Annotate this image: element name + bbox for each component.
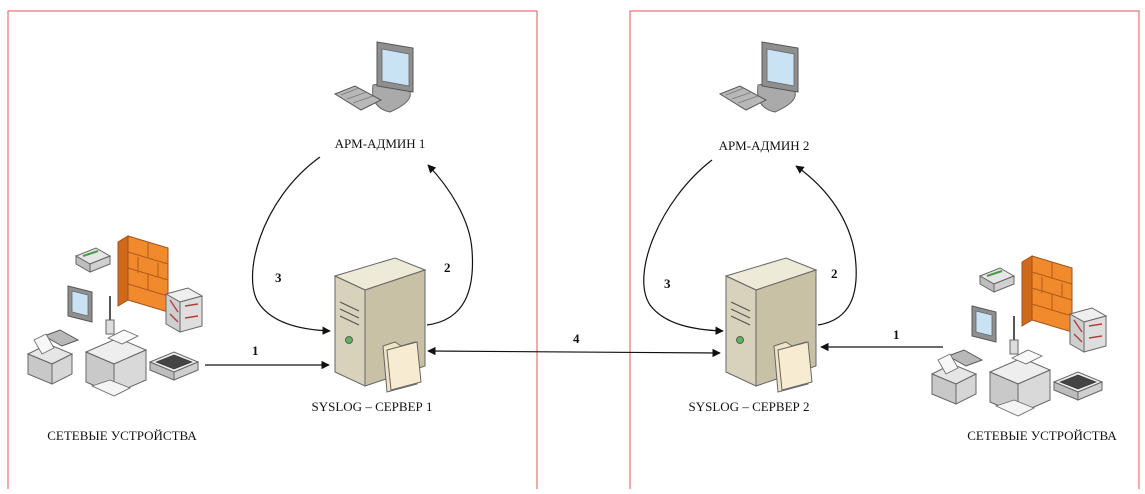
arrow-left-server-to-admin [426, 164, 474, 326]
arrow-label-2-left: 2 [444, 260, 451, 275]
syslog-server-2-label: SYSLOG – СЕРВЕР 2 [689, 399, 810, 414]
arm-admin-2-label: АРМ-АДМИН 2 [719, 138, 810, 153]
arrow-label-3-left: 3 [275, 270, 282, 285]
network-devices-1-label: СЕТЕВЫЕ УСТРОЙСТВА [47, 428, 197, 443]
arrow-server-to-server [427, 346, 721, 358]
arrow-left-admin-to-server [252, 156, 331, 335]
network-devices-icon [931, 255, 1107, 417]
zone-1-border [7, 10, 538, 489]
workstation-icon [334, 41, 414, 113]
arrow-label-4: 4 [573, 331, 580, 346]
arrow-label-3-right: 3 [664, 276, 671, 291]
arrow-label-1-left: 1 [252, 343, 259, 358]
arrow-right-server-to-admin [795, 165, 857, 326]
server-icon [725, 257, 817, 393]
workstation-icon [719, 41, 799, 113]
network-devices-2-label: СЕТЕВЫЕ УСТРОЙСТВА [967, 428, 1117, 443]
arrow-right-admin-to-server [643, 159, 724, 335]
server-icon [334, 257, 426, 393]
zone-2-border [629, 10, 1140, 489]
arrow-label-2-right: 2 [831, 266, 838, 281]
arm-admin-1-label: АРМ-АДМИН 1 [335, 136, 426, 151]
syslog-server-1-label: SYSLOG – СЕРВЕР 1 [312, 399, 433, 414]
arrow-label-1-right: 1 [893, 327, 900, 342]
network-devices-icon [27, 235, 203, 397]
